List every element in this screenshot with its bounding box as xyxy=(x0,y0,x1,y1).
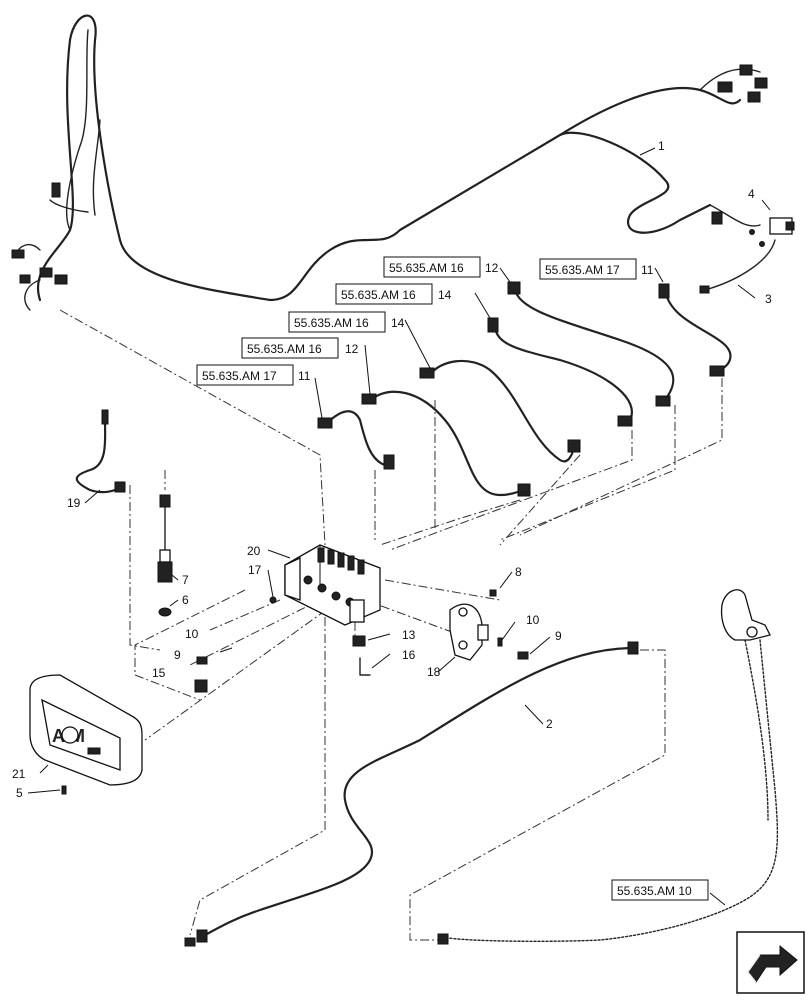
svg-text:12: 12 xyxy=(485,261,499,275)
ref-label-am17-upper[interactable]: 55.635.AM 17 11 xyxy=(539,258,654,280)
ref-label-am16-third[interactable]: 55.635.AM 16 14 xyxy=(288,311,405,333)
callout-7: 7 xyxy=(182,573,189,587)
assembly-lines xyxy=(59,309,723,941)
ref-label-am16-fourth[interactable]: 55.635.AM 16 12 xyxy=(241,337,359,359)
callout-4: 4 xyxy=(748,187,755,201)
svg-text:55.635.AM 16: 55.635.AM 16 xyxy=(294,316,369,330)
svg-text:55.635.AM 17: 55.635.AM 17 xyxy=(545,263,620,277)
harness-19 xyxy=(75,409,126,494)
callout-3: 3 xyxy=(765,292,772,306)
callout-13: 13 xyxy=(402,628,416,642)
svg-text:11: 11 xyxy=(641,263,654,277)
callout-21: 21 xyxy=(12,767,26,781)
mounting-bracket xyxy=(449,603,489,661)
fastener-hardware xyxy=(194,589,529,693)
callout-1: 1 xyxy=(658,139,665,153)
callout-10-right: 10 xyxy=(526,613,540,627)
sensor-cables xyxy=(317,281,732,497)
svg-text:14: 14 xyxy=(438,288,452,302)
ref-label-am17-lower[interactable]: 55.635.AM 17 11 xyxy=(196,364,311,386)
ref-label-am16-upper[interactable]: 55.635.AM 16 12 xyxy=(383,256,499,278)
control-module xyxy=(269,544,381,626)
display-housing: AIM xyxy=(29,674,143,795)
callout-15: 15 xyxy=(152,666,166,680)
callout-2: 2 xyxy=(546,717,553,731)
reference-labels: 55.635.AM 16 12 55.635.AM 17 11 55.635.A… xyxy=(196,256,709,901)
ref-label-am10[interactable]: 55.635.AM 10 xyxy=(611,879,709,901)
external-harness xyxy=(437,589,779,945)
callout-18: 18 xyxy=(427,665,441,679)
svg-text:55.635.AM 16: 55.635.AM 16 xyxy=(247,342,322,356)
svg-text:14: 14 xyxy=(391,316,405,330)
ref-label-am16-second[interactable]: 55.635.AM 16 14 xyxy=(335,283,452,305)
callout-5: 5 xyxy=(16,786,23,800)
callout-20: 20 xyxy=(247,544,261,558)
callout-10-left: 10 xyxy=(185,627,199,641)
relay-assembly xyxy=(699,217,795,294)
callout-6: 6 xyxy=(182,593,189,607)
callout-9-right: 9 xyxy=(555,629,562,643)
svg-text:55.635.AM 10: 55.635.AM 10 xyxy=(617,884,692,898)
callout-19: 19 xyxy=(67,496,81,510)
harness-2 xyxy=(184,641,639,947)
callout-16: 16 xyxy=(402,648,416,662)
pressure-sensor xyxy=(157,494,173,617)
svg-text:12: 12 xyxy=(345,342,359,356)
callout-8: 8 xyxy=(515,565,522,579)
callout-numbers: 1 2 3 4 5 6 7 8 9 9 10 10 13 15 16 17 18… xyxy=(12,139,772,800)
main-harness xyxy=(11,14,768,311)
svg-text:55.635.AM 16: 55.635.AM 16 xyxy=(341,288,416,302)
callout-leaders xyxy=(27,147,771,906)
callout-9-left: 9 xyxy=(174,648,181,662)
svg-text:55.635.AM 16: 55.635.AM 16 xyxy=(389,261,464,275)
callout-17: 17 xyxy=(248,563,262,577)
svg-text:11: 11 xyxy=(298,369,311,383)
svg-text:55.635.AM 17: 55.635.AM 17 xyxy=(202,369,277,383)
next-page-arrow-icon[interactable] xyxy=(736,931,805,994)
